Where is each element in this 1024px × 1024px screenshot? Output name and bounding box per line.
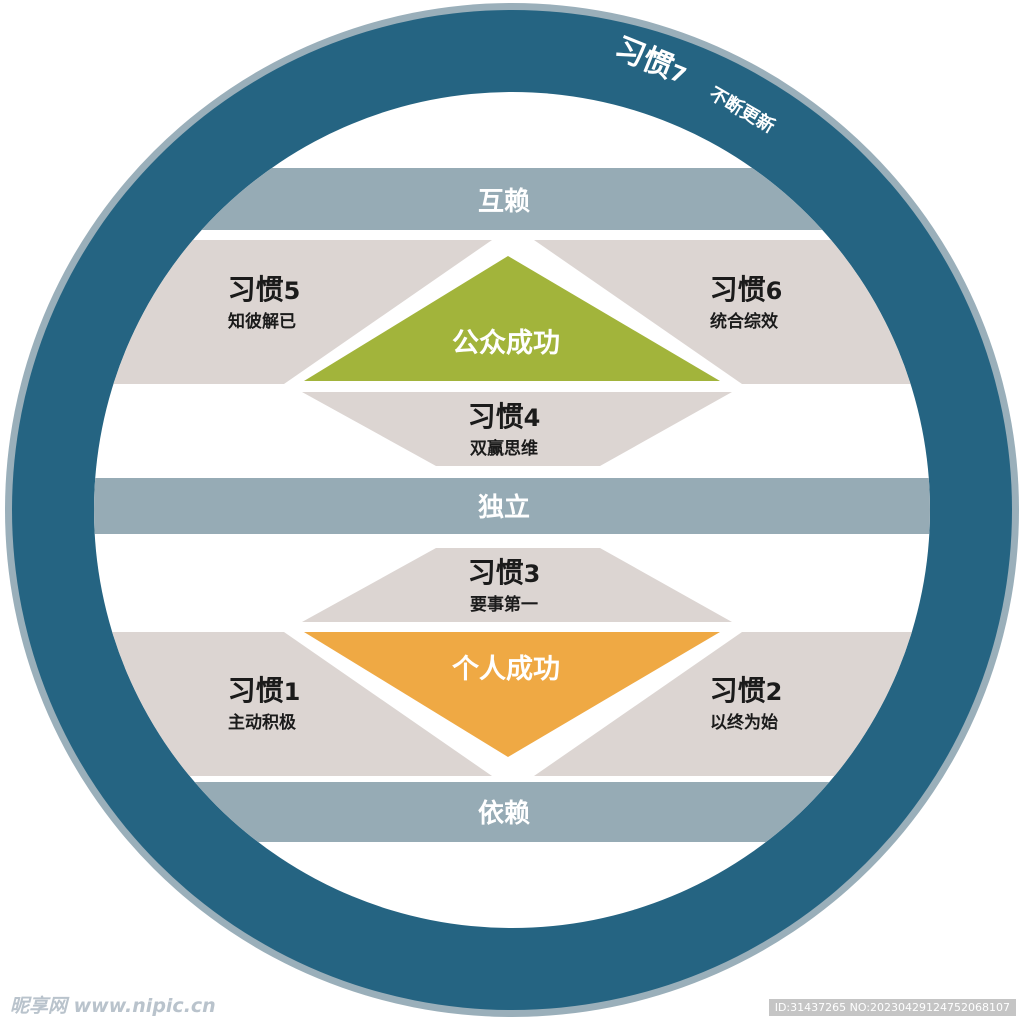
habit6-shape [534, 240, 930, 384]
band-label-dependence: 依赖 [478, 799, 530, 829]
habit3-title: 习惯3 [468, 556, 541, 589]
habit1-shape [94, 632, 492, 776]
habit6-title: 习惯6 [710, 273, 783, 306]
band-independence [94, 478, 930, 534]
habit5-shape [94, 240, 492, 384]
public-success-label: 公众成功 [452, 328, 560, 359]
private-success-triangle [304, 632, 720, 757]
band-label-interdependence: 互赖 [478, 187, 530, 217]
habit3-subtitle: 要事第一 [470, 594, 538, 615]
habit5-subtitle: 知彼解已 [227, 311, 296, 332]
habit2-subtitle: 以终为始 [710, 712, 778, 733]
habit4-shape [302, 392, 732, 466]
watermark-right: ID:31437265 NO:20230429124752068107 [768, 999, 1016, 1016]
habit5-title: 习惯5 [228, 273, 301, 306]
watermark-left: 昵享网 www.nipic.cn [10, 995, 216, 1017]
habit6-subtitle: 统合综效 [710, 311, 778, 332]
habit2-shape [534, 632, 930, 776]
habit1-title: 习惯1 [228, 674, 301, 707]
habit3-shape [302, 548, 732, 622]
habit4-title: 习惯4 [468, 400, 541, 433]
habit2-title: 习惯2 [710, 674, 783, 707]
public-success-triangle [304, 256, 720, 381]
habit1-subtitle: 主动积极 [228, 712, 296, 733]
habit4-subtitle: 双赢思维 [470, 438, 538, 459]
band-label-independence: 独立 [478, 492, 530, 523]
private-success-label: 个人成功 [452, 654, 560, 685]
